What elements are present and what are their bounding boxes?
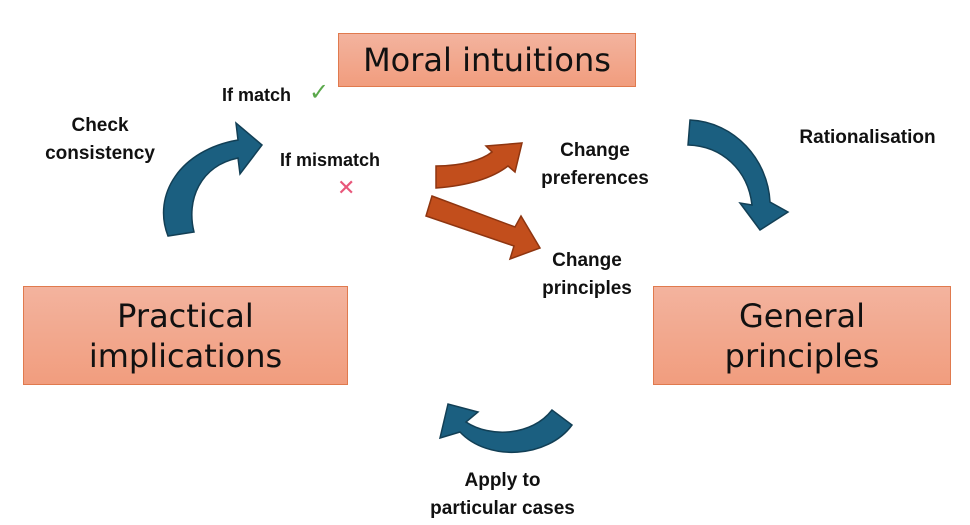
apply-arrow xyxy=(438,403,574,453)
check-icon: ✓ xyxy=(309,79,330,106)
change-preferences-line2: preferences xyxy=(541,168,649,189)
apply-line1: Apply to xyxy=(464,470,541,491)
practical-implications-box: Practical implications xyxy=(23,286,348,385)
moral-intuitions-label: Moral intuitions xyxy=(363,41,611,79)
moral-intuitions-box: Moral intuitions xyxy=(338,33,636,87)
practical-implications-line2: implications xyxy=(88,336,283,375)
change-principles-line1: Change xyxy=(552,250,622,271)
general-principles-line1: General xyxy=(738,296,866,335)
cross-icon: ✕ xyxy=(337,175,356,200)
change-principles-label: Change principles xyxy=(520,247,654,303)
change-preferences-arrow xyxy=(435,142,523,189)
if-mismatch-label: If mismatch xyxy=(280,150,381,170)
rationalisation-arrow xyxy=(687,119,790,232)
apply-label: Apply to particular cases xyxy=(405,467,600,523)
general-principles-line2: principles xyxy=(724,336,880,375)
change-principles-line2: principles xyxy=(542,278,632,299)
change-preferences-label: Change preferences xyxy=(525,137,665,193)
rationalisation-label: Rationalisation xyxy=(799,127,936,148)
if-match-label: If match xyxy=(222,85,292,105)
check-consistency-arrow xyxy=(162,121,264,237)
general-principles-box: General principles xyxy=(653,286,951,385)
apply-line2: particular cases xyxy=(430,498,575,519)
check-consistency-line1: Check xyxy=(71,115,129,136)
check-consistency-line2: consistency xyxy=(45,143,155,164)
practical-implications-line1: Practical xyxy=(117,296,254,335)
check-consistency-label: Check consistency xyxy=(30,112,170,168)
change-principles-arrow xyxy=(425,195,542,261)
change-preferences-line1: Change xyxy=(560,140,630,161)
